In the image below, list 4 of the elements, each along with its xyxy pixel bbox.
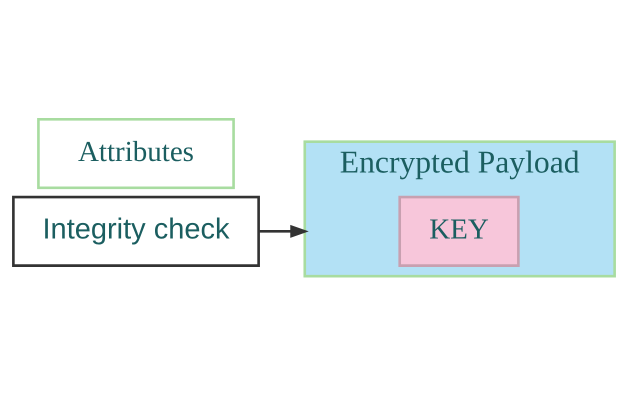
node-box: Integrity check <box>12 195 260 266</box>
node-box: Attributes <box>37 117 235 189</box>
arrow <box>258 224 309 238</box>
node-box: KEY <box>398 195 520 266</box>
